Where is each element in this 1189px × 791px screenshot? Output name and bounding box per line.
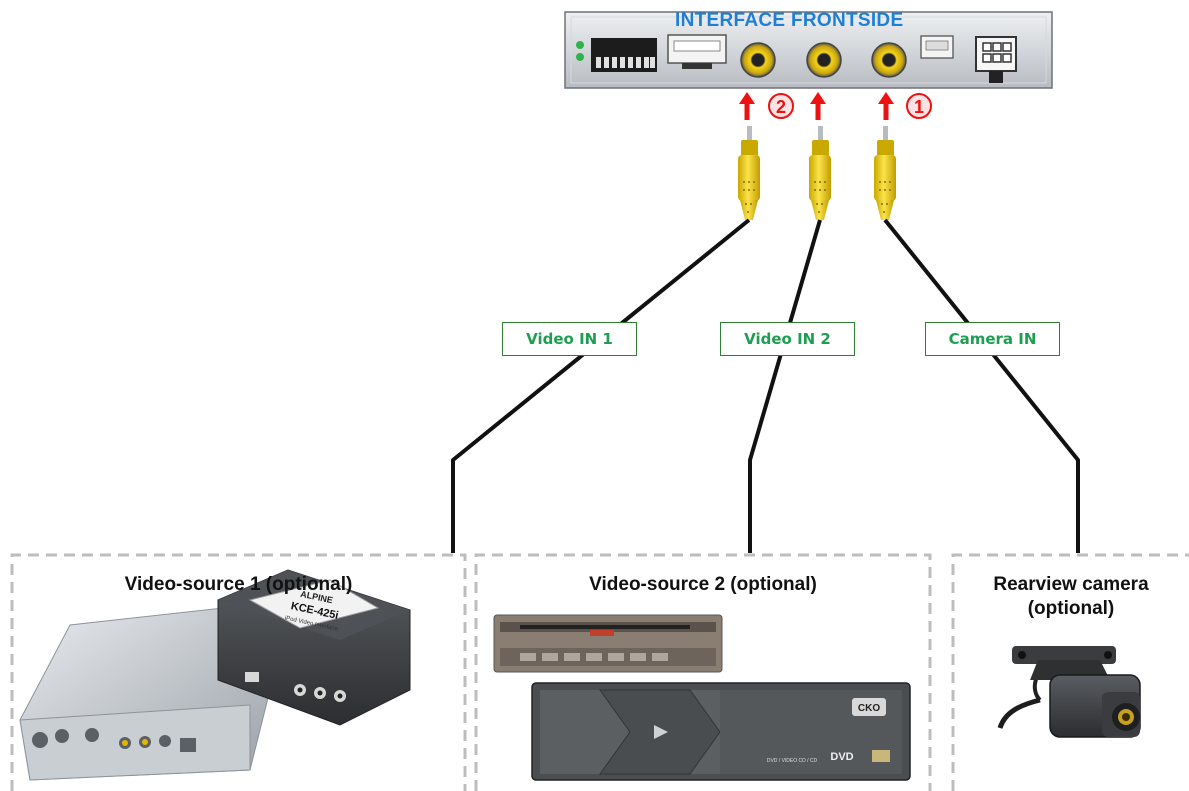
changer-caption-label: DVD / VIDEO CD / CD (767, 758, 818, 764)
rca-jack-video-in-2[interactable] (806, 42, 842, 78)
panel-title-video-source-1: Video-source 1 (optional) (124, 574, 353, 595)
marker-2: 2 (768, 93, 794, 119)
device-video-source-2: CKO DVD DVD / VIDEO CD / CD (493, 614, 911, 781)
marker-2-label: 2 (776, 97, 786, 117)
interface-frontside (564, 11, 1053, 89)
rca-plug-camera-in (874, 126, 896, 220)
panel-title-rearview-camera: Rearview camera (optional) (993, 574, 1149, 619)
panel-video-source-1 (10, 553, 467, 791)
interface-title: INTERFACE FRONTSIDE (675, 10, 904, 31)
rca-jack-camera-in[interactable] (871, 42, 907, 78)
cable-video-in-2 (748, 219, 822, 553)
dvd-logo-label: DVD (830, 751, 853, 763)
panel-title-video-source-2: Video-source 2 (optional) (589, 574, 817, 595)
led-indicator (576, 53, 584, 61)
arrow-up-icon (878, 92, 894, 120)
cable-camera-in (883, 218, 1080, 553)
device-rearview-camera (997, 646, 1141, 738)
small-connector (920, 35, 954, 59)
arrow-up-icon (810, 92, 826, 120)
marker-1-label: 1 (914, 97, 924, 117)
rca-jack-video-in-1[interactable] (740, 42, 776, 78)
rca-plug-video-in-2 (809, 126, 831, 220)
rca-plug-video-in-1 (738, 126, 760, 220)
marker-1: 1 (906, 93, 932, 119)
panel-video-source-2 (474, 553, 932, 791)
panel-rearview-camera (951, 553, 1189, 791)
power-connector (975, 36, 1017, 83)
cable-video-in-1 (451, 218, 751, 553)
label-video-in-2: Video IN 2 (720, 322, 855, 356)
ribbon-connector (667, 34, 727, 69)
dip-switch[interactable] (591, 38, 657, 72)
device-video-source-1: ALPINE KCE-425i iPod Video Interface (19, 569, 411, 781)
led-indicator (576, 41, 584, 49)
label-video-in-1: Video IN 1 (502, 322, 637, 356)
arrow-up-icon (739, 92, 755, 120)
label-camera-in: Camera IN (925, 322, 1060, 356)
svg-text:CKO: CKO (858, 703, 880, 714)
